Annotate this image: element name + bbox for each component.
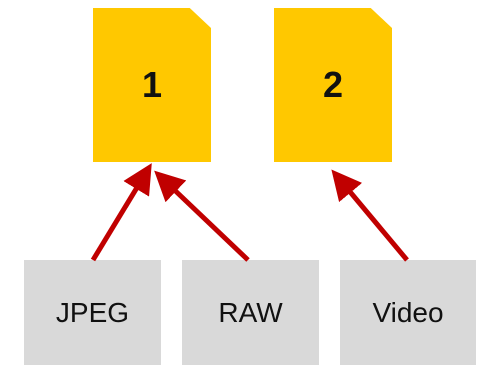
source-box-raw: RAW: [182, 260, 319, 365]
arrow-video-to-2: [331, 169, 409, 262]
source-box-video: Video: [340, 260, 476, 365]
source-box-video-label: Video: [372, 296, 444, 328]
target-card-1-label: 1: [141, 64, 163, 105]
target-card-1: 1: [93, 8, 211, 162]
target-card-2-label: 2: [322, 64, 344, 105]
target-card-2: 2: [274, 8, 392, 162]
source-box-raw-label: RAW: [218, 296, 283, 328]
arrow-jpeg-to-1: [90, 163, 152, 262]
source-box-jpeg: JPEG: [24, 260, 161, 365]
arrow-raw-to-1: [154, 170, 250, 262]
source-box-jpeg-label: JPEG: [55, 296, 130, 328]
